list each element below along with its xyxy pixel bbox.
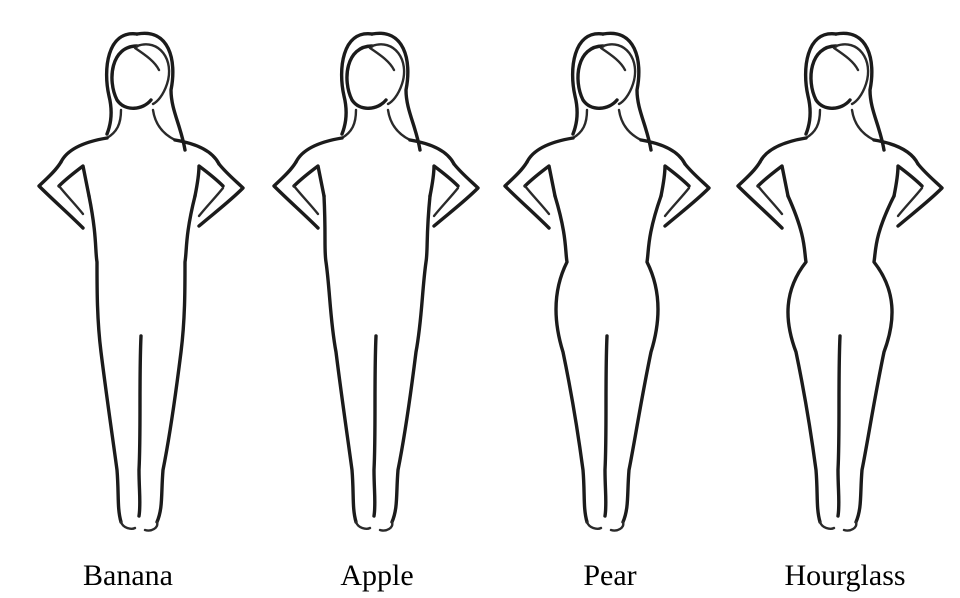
pear-label: Pear	[510, 558, 710, 594]
banana-arm-right-fold	[199, 188, 223, 216]
pear-shoulder-right	[641, 140, 685, 164]
apple-arm-right-fold	[434, 188, 458, 216]
apple-arm-right-outer	[434, 164, 478, 226]
apple-shoulder-right	[410, 140, 454, 164]
apple-silhouette	[274, 33, 478, 530]
banana-silhouette	[39, 33, 243, 530]
banana-arm-right-outer	[199, 164, 243, 226]
hourglass-label: Hourglass	[745, 558, 945, 594]
pear-neck-right	[619, 110, 641, 140]
hourglass-foot-right	[844, 522, 856, 531]
pear-silhouette	[505, 33, 709, 530]
pear-body-left	[555, 196, 587, 522]
hourglass-neck-right	[852, 110, 874, 140]
banana-foot-right	[145, 522, 157, 531]
apple-label: Apple	[277, 558, 477, 594]
apple-shoulder-left	[296, 138, 342, 162]
pear-shoulder-left	[527, 138, 573, 162]
banana-leg-inner	[139, 336, 141, 516]
hourglass-arm-right-fold	[898, 188, 922, 216]
banana-hair-fringe	[135, 48, 159, 70]
banana-neck-right	[153, 110, 175, 140]
pear-leg-inner	[605, 336, 607, 516]
hourglass-hair-fringe	[834, 48, 858, 70]
apple-body-right	[392, 196, 430, 522]
pear-arm-right-outer	[665, 164, 709, 226]
pear-hair-fringe	[601, 48, 625, 70]
hourglass-arm-right-outer	[898, 164, 942, 226]
pear-foot-left	[587, 522, 601, 529]
apple-leg-inner	[374, 336, 376, 516]
pear-foot-right	[611, 522, 623, 531]
apple-foot-left	[356, 522, 370, 529]
hourglass-silhouette	[738, 33, 942, 530]
hourglass-leg-inner	[838, 336, 840, 516]
banana-body-right	[157, 196, 195, 522]
hourglass-body-left	[788, 196, 820, 522]
figures-canvas	[0, 0, 960, 560]
apple-hair-fringe	[370, 48, 394, 70]
apple-neck-right	[388, 110, 410, 140]
banana-foot-left	[121, 522, 135, 529]
hourglass-foot-left	[820, 522, 834, 529]
hourglass-body-right	[856, 196, 894, 522]
hourglass-shoulder-right	[874, 140, 918, 164]
banana-body-left	[89, 196, 121, 522]
banana-shoulder-right	[175, 140, 219, 164]
banana-shoulder-left	[61, 138, 107, 162]
pear-body-right	[623, 196, 661, 522]
banana-label: Banana	[28, 558, 228, 594]
apple-foot-right	[380, 522, 392, 531]
pear-arm-right-fold	[665, 188, 689, 216]
hourglass-shoulder-left	[760, 138, 806, 162]
apple-body-left	[324, 196, 356, 522]
